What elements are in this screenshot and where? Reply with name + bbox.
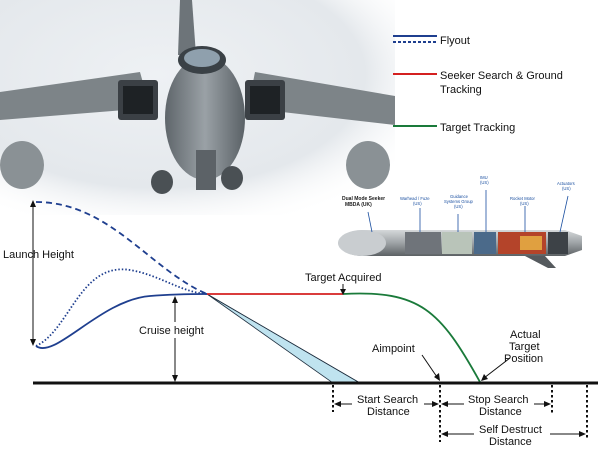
flyout-solid-path: [35, 293, 208, 349]
warhead-label-2: (US): [413, 201, 422, 206]
actuator-section: [548, 232, 568, 254]
self-destruct-label-1: Self Destruct: [479, 424, 542, 436]
self-destruct-label-2: Distance: [489, 436, 532, 448]
actuators-label-2: (US): [562, 186, 571, 191]
cone-edge: [206, 293, 361, 384]
rocket-label-1: Rocket Motor: [510, 196, 536, 201]
stop-search-arrow-right: [544, 401, 551, 407]
right-intake-opening: [250, 86, 280, 114]
tail-fin: [178, 0, 196, 55]
start-search-label-2: Distance: [367, 406, 410, 418]
legend-flyout-label: Flyout: [440, 35, 470, 47]
target-tracking-path: [342, 292, 481, 383]
center-store: [196, 150, 216, 190]
self-destruct-arrow-right: [579, 431, 586, 437]
aimpoint-label: Aimpoint: [372, 343, 415, 355]
imu-section: [474, 232, 496, 254]
guidance-label-3: (US): [454, 204, 463, 209]
start-search-label-1: Start Search: [357, 394, 418, 406]
tail-fin-missile: [525, 256, 556, 268]
self-destruct-label-bg: [474, 422, 550, 448]
aimpoint-arrowhead: [434, 373, 440, 381]
aircraft-photo: [0, 0, 395, 215]
actual-target-label-1: Actual: [510, 329, 541, 341]
legend-seeker-label-1: Seeker Search & Ground: [440, 70, 563, 82]
self-destruct-arrow-left: [441, 431, 448, 437]
seeker-dome: [338, 230, 386, 256]
start-search-label-bg: [352, 392, 424, 418]
stop-search-label-bg: [464, 392, 534, 418]
warhead-label-1: Warhead / Fuze: [400, 196, 430, 201]
target-acquired-arrowhead: [340, 289, 346, 295]
under-store-left: [151, 170, 173, 194]
flight-profile: Launch Height Cruise height Target Acqui…: [3, 200, 598, 448]
under-store-right: [221, 166, 243, 190]
left-drop-tank: [0, 141, 44, 189]
aimpoint-pointer: [421, 354, 438, 378]
stop-search-arrow-left: [441, 401, 448, 407]
right-drop-tank: [346, 141, 390, 189]
imu-label-2: (US): [480, 180, 489, 185]
launch-height-label: Launch Height: [3, 249, 74, 261]
legend: Flyout Seeker Search & Ground Tracking T…: [393, 35, 563, 134]
guidance-label-2: Systems Group: [444, 199, 474, 204]
imu-label-1: IMU: [480, 175, 488, 180]
cruise-arrow-top: [172, 296, 178, 303]
cruise-arrow-bottom: [172, 375, 178, 382]
guidance-section: [442, 232, 472, 254]
legend-seeker-label-2: Tracking: [440, 84, 482, 96]
actual-target-label-3: Position: [504, 353, 543, 365]
canopy-glass: [184, 49, 220, 67]
left-wing: [0, 72, 150, 120]
seeker-label-1: Dual Mode Seeker: [342, 196, 385, 202]
cruise-height-label: Cruise height: [139, 325, 204, 337]
left-intake-opening: [123, 86, 153, 114]
fuselage: [165, 56, 245, 180]
stop-search-label-2: Distance: [479, 406, 522, 418]
seeker-label-2: MBDA (UK): [345, 202, 372, 208]
flyout-high-launch-path: [35, 201, 208, 295]
actual-target-arrowhead: [481, 374, 488, 381]
warhead-section: [405, 232, 441, 254]
launch-height-arrow-bottom: [30, 339, 36, 346]
legend-target-label: Target Tracking: [440, 122, 515, 134]
flyout-dotted-path: [35, 268, 208, 347]
rocket-label-2: (US): [520, 201, 529, 206]
distance-markers: [332, 385, 588, 442]
cruise-label-bg: [134, 322, 214, 338]
guidance-label-1: Guidance: [450, 194, 469, 199]
rocket-motor-core: [520, 236, 542, 250]
target-acquired-label: Target Acquired: [305, 272, 381, 284]
missile-cutaway: Dual Mode Seeker MBDA (UK) Warhead / Fuz…: [338, 175, 582, 268]
start-search-arrow-left: [334, 401, 341, 407]
launch-height-arrow-top: [30, 200, 36, 207]
stop-search-label-1: Stop Search: [468, 394, 529, 406]
actual-target-pointer: [483, 357, 511, 379]
actuators-label-1: Actuators: [557, 181, 575, 186]
actual-target-label-2: Target: [509, 341, 540, 353]
start-search-arrow-right: [432, 401, 439, 407]
